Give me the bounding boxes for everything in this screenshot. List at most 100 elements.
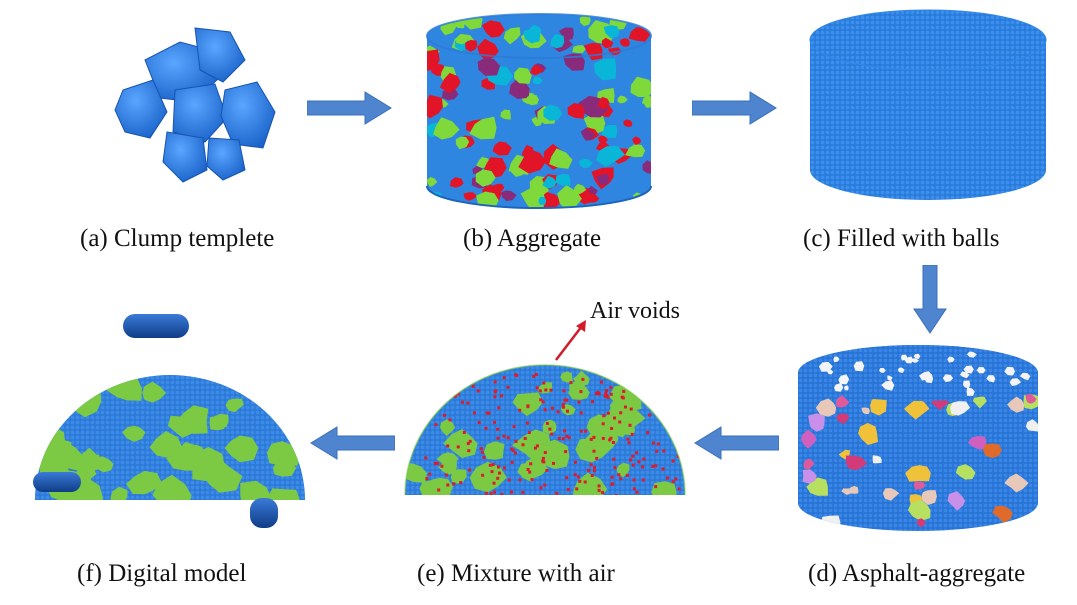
- air-void: [601, 422, 605, 426]
- aggregate-particle: [808, 413, 825, 432]
- air-void: [608, 438, 612, 442]
- air-void: [565, 398, 569, 402]
- air-void: [503, 466, 507, 470]
- air-void: [609, 436, 613, 440]
- aggregate-particle: [493, 183, 505, 194]
- air-void: [461, 400, 464, 404]
- air-void: [632, 478, 636, 482]
- air-void: [420, 419, 424, 423]
- aggregate-particle: [986, 375, 996, 383]
- air-void: [606, 411, 610, 415]
- air-void: [673, 436, 677, 439]
- clump-rock: [172, 83, 228, 143]
- aggregate-particle: [152, 474, 192, 500]
- aggregate-particle: [469, 116, 497, 140]
- air-void: [513, 451, 517, 455]
- aggregate-particle: [1019, 372, 1031, 381]
- air-void: [564, 450, 568, 454]
- air-void: [527, 431, 531, 434]
- air-void: [468, 439, 472, 443]
- air-void: [493, 380, 497, 384]
- air-void: [466, 442, 470, 445]
- air-void: [535, 444, 539, 448]
- aggregate-particle: [833, 356, 840, 363]
- air-void: [468, 468, 472, 472]
- aggregate-particle: [586, 194, 600, 203]
- clump-template-image: [114, 27, 276, 183]
- air-void: [561, 437, 565, 441]
- air-void: [514, 439, 518, 443]
- aggregate-particle: [475, 169, 496, 187]
- aggregate-particle: [942, 374, 954, 383]
- air-void: [424, 456, 428, 460]
- loading-strip-top: [123, 314, 189, 338]
- aggregate-particle: [573, 183, 587, 195]
- air-void: [487, 411, 491, 415]
- aggregate-particle: [580, 128, 596, 141]
- aggregate-particle: [225, 398, 244, 413]
- air-void: [450, 390, 454, 394]
- air-void: [678, 371, 681, 375]
- aggregate-particle: [532, 76, 543, 85]
- air-void: [584, 429, 588, 433]
- air-void: [541, 456, 545, 460]
- aggregate-particle: [879, 367, 886, 373]
- air-void: [563, 398, 567, 402]
- air-void: [543, 483, 547, 487]
- aggregate-particle: [142, 381, 167, 403]
- aggregate-particle: [827, 369, 834, 375]
- aggregate-particle: [963, 380, 971, 389]
- air-void: [674, 477, 678, 481]
- air-void: [523, 437, 527, 440]
- air-void: [428, 472, 432, 476]
- air-void: [413, 379, 417, 383]
- air-void: [610, 475, 614, 479]
- air-void: [552, 461, 555, 465]
- aggregate-particle: [632, 136, 642, 145]
- air-void: [493, 390, 497, 394]
- air-void: [415, 370, 419, 374]
- aggregate-particle: [853, 361, 865, 372]
- air-void: [632, 487, 636, 491]
- air-void: [435, 461, 439, 465]
- air-void: [422, 407, 426, 411]
- aggregate-particle: [887, 375, 893, 381]
- air-void: [545, 421, 549, 425]
- air-void: [581, 377, 585, 381]
- air-void: [651, 441, 655, 445]
- aggregate-particle: [514, 67, 532, 84]
- air-void: [557, 437, 561, 440]
- arrow-left-icon: [310, 426, 395, 460]
- aggregate-particle: [509, 78, 530, 99]
- air-void: [603, 394, 607, 398]
- air-void: [506, 436, 510, 440]
- air-void: [446, 444, 450, 448]
- aggregate-particle: [992, 505, 1013, 523]
- air-void: [434, 423, 438, 427]
- aggregate-particle: [538, 196, 547, 205]
- aggregate-particle: [203, 458, 243, 493]
- air-void: [601, 491, 605, 494]
- air-void: [476, 389, 480, 393]
- aggregate-particle: [572, 45, 586, 53]
- air-void: [637, 379, 641, 383]
- arrow-right-icon: [307, 91, 392, 125]
- air-void: [589, 437, 593, 441]
- air-void: [533, 446, 537, 450]
- air-void: [610, 427, 614, 430]
- air-void: [583, 480, 587, 484]
- air-void: [427, 386, 431, 390]
- air-void: [496, 476, 500, 480]
- air-void: [448, 418, 452, 422]
- air-void: [612, 441, 615, 444]
- air-void: [654, 485, 658, 489]
- aggregate-particle: [818, 361, 833, 372]
- aggregate-particle: [552, 155, 567, 166]
- aggregate-particle: [209, 416, 227, 431]
- aggregate-particle: [455, 34, 469, 45]
- aggregate-particle: [568, 381, 590, 400]
- air-void: [556, 410, 560, 414]
- aggregate-particle: [870, 397, 887, 416]
- air-void: [641, 371, 644, 375]
- arrow-right-icon: [692, 91, 777, 125]
